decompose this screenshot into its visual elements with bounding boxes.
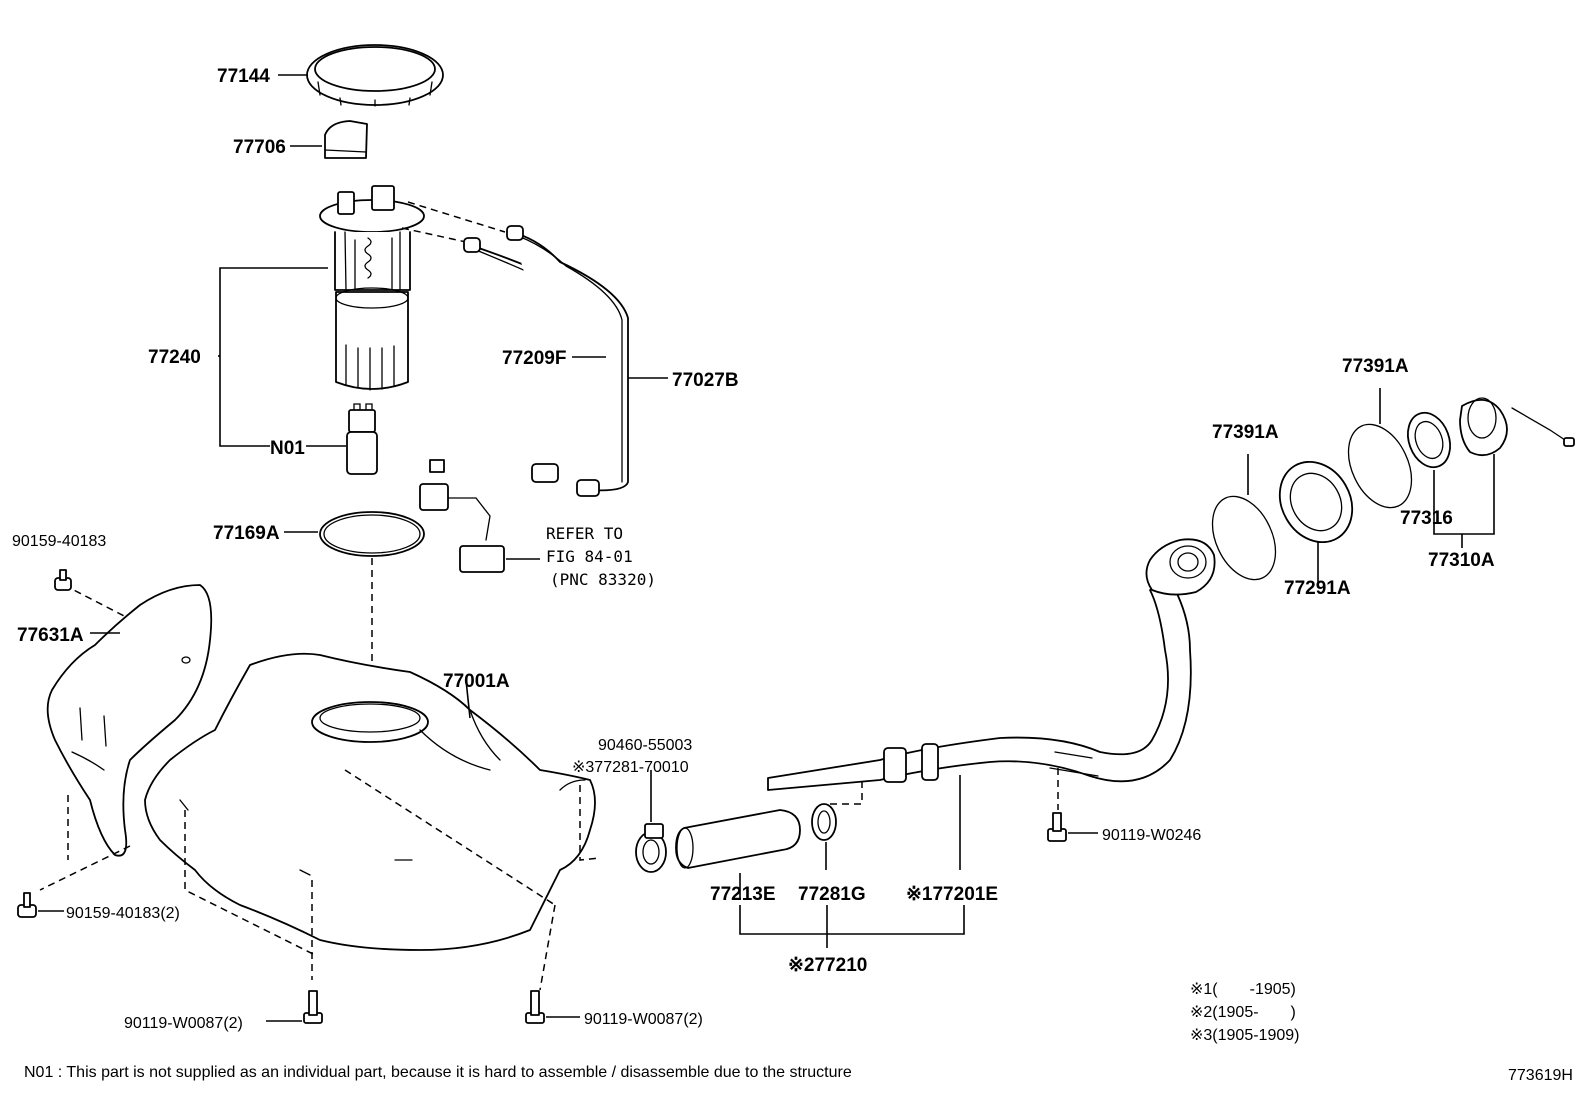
figure-id: 773619H — [1508, 1067, 1573, 1084]
filler-hose-part — [675, 809, 801, 869]
filler-pipe-part — [767, 538, 1216, 791]
label-77706: 77706 — [233, 137, 286, 158]
refer-line-3: (PNC 83320) — [550, 570, 656, 589]
label-77240: 77240 — [148, 347, 201, 368]
bolt-90119-right — [525, 990, 545, 1024]
gasket-77391A-left — [1211, 495, 1277, 581]
pump-motor-part — [346, 403, 378, 475]
footnote: N01 : This part is not supplied as an in… — [24, 1064, 852, 1081]
label-90119-W0087-left: 90119-W0087(2) — [124, 1015, 243, 1032]
label-77201E: ※177201E — [906, 884, 998, 905]
heat-protector-part — [46, 584, 213, 857]
bolt-90119-W0246 — [1047, 812, 1067, 842]
fuel-tank-part — [144, 652, 596, 951]
label-77169A: 77169A — [213, 523, 280, 544]
label-77144: 77144 — [217, 66, 270, 87]
bolt-90159-bottom — [17, 892, 37, 918]
bolt-90159-top — [54, 569, 72, 591]
hose-clamp-77281G-part — [811, 803, 837, 841]
filler-opening-77291A — [1278, 460, 1354, 544]
label-90119-W0246: 90119-W0246 — [1102, 827, 1201, 844]
gasket-77391A-right — [1347, 423, 1413, 509]
fuel-sender-gauge-part — [419, 459, 505, 573]
label-77291A: 77291A — [1284, 578, 1351, 599]
fuel-cap-77310A — [1459, 397, 1575, 457]
label-77310A: 77310A — [1428, 550, 1495, 571]
label-N01: N01 — [270, 438, 305, 459]
label-90159-40183-bottom: 90159-40183(2) — [66, 905, 180, 922]
label-77210: ※277210 — [788, 955, 867, 976]
label-77631A: 77631A — [17, 625, 84, 646]
hose-clamp-90460-part — [635, 823, 667, 873]
note-1: ※1( -1905) — [1190, 981, 1296, 998]
refer-line-2: FIG 84-01 — [546, 547, 633, 566]
note-3: ※3(1905-1909) — [1190, 1027, 1299, 1044]
refer-line-1: REFER TO — [546, 524, 623, 543]
label-90460-55003: 90460-55003 — [598, 737, 692, 754]
label-90119-W0087-right: 90119-W0087(2) — [584, 1011, 703, 1028]
label-77281G: 77281G — [798, 884, 866, 905]
lock-ring-part — [306, 44, 444, 107]
label-77209F: 77209F — [502, 348, 566, 369]
label-77281-70010: ※377281-70010 — [572, 759, 689, 776]
fuel-tube-part — [463, 225, 629, 497]
label-77391A-left: 77391A — [1212, 422, 1279, 443]
pump-cap-part — [324, 120, 368, 159]
note-2: ※2(1905- ) — [1190, 1004, 1296, 1021]
gasket-part — [319, 511, 425, 557]
label-77027B: 77027B — [672, 370, 739, 391]
label-77213E: 77213E — [710, 884, 776, 905]
bolt-90119-left — [303, 990, 323, 1024]
label-90159-40183-top: 90159-40183 — [12, 533, 106, 550]
gasket-77316 — [1407, 411, 1451, 469]
label-77391A-right: 77391A — [1342, 356, 1409, 377]
label-77001A: 77001A — [443, 671, 510, 692]
fuel-pump-assembly-part — [319, 185, 425, 391]
label-77316: 77316 — [1400, 508, 1453, 529]
